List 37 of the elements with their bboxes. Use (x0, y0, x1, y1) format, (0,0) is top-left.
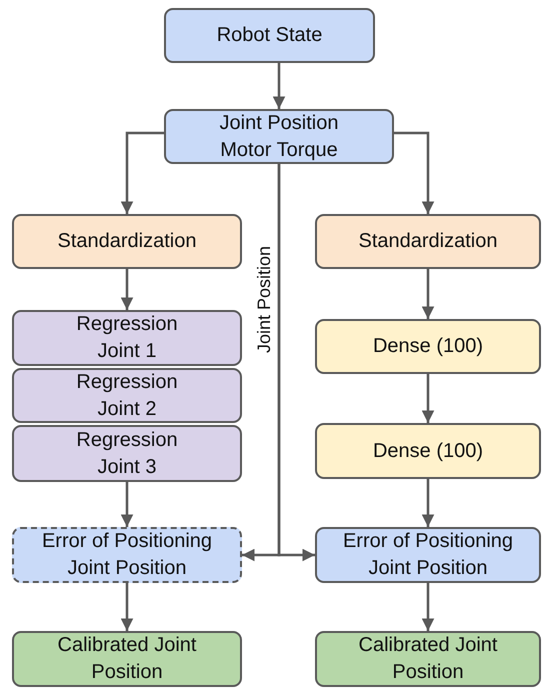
process-box (164, 8, 375, 63)
box-label: Regression Joint 3 (75, 428, 179, 480)
box-label: Calibrated Joint Position (358, 633, 498, 685)
process-box (315, 423, 541, 479)
process-box (315, 527, 541, 583)
arrow (394, 132, 434, 214)
arrow (422, 374, 434, 423)
arrow (272, 63, 286, 109)
box-label: Dense (100) (372, 438, 484, 464)
arrow (120, 583, 134, 631)
box-label: Regression Joint 1 (75, 312, 179, 364)
box-label: Regression Joint 2 (75, 370, 179, 422)
process-box (315, 214, 541, 269)
process-box (12, 310, 242, 366)
box-label: Standardization (56, 229, 198, 254)
arrow (422, 479, 434, 527)
box-label: Calibrated Joint Position (56, 633, 198, 685)
arrow (120, 482, 134, 527)
box-label: Dense (100) (372, 334, 484, 359)
process-box (12, 425, 242, 482)
box-label: Standardization (358, 229, 498, 254)
process-box (12, 631, 242, 687)
arrow (278, 164, 315, 562)
process-box (164, 109, 394, 164)
process-box (315, 631, 541, 687)
box-label: Robot State (216, 23, 324, 48)
box-label: Error of Positioning Joint Position (40, 529, 214, 581)
arrow (120, 132, 164, 214)
arrow (422, 269, 434, 319)
arrow (120, 269, 134, 310)
process-box (315, 319, 541, 374)
process-box (12, 368, 242, 423)
box-label: Joint Position Motor Torque (218, 110, 340, 162)
arrow (422, 583, 434, 631)
box-label: Error of Positioning Joint Position (342, 529, 514, 581)
process-box (12, 527, 242, 583)
process-box (12, 214, 242, 269)
